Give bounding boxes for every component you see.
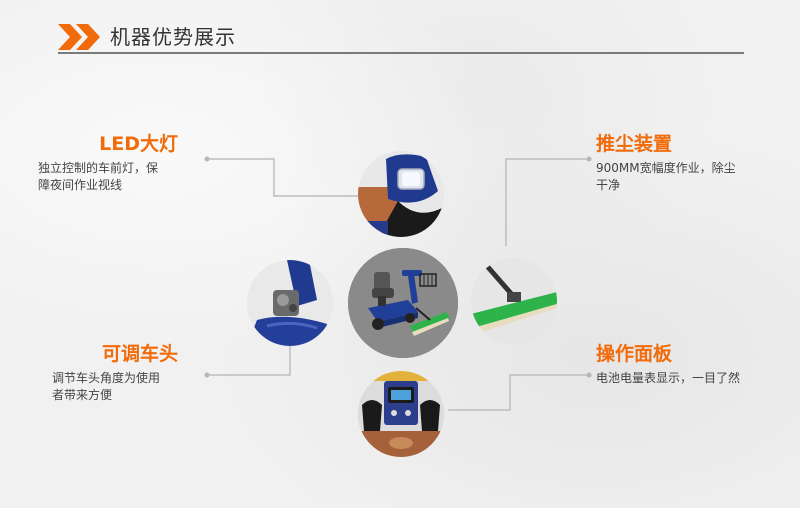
- machine-photo-circle: [348, 248, 458, 358]
- feature-dust: 推尘装置 900MM宽幅度作业，除尘 干净: [596, 132, 776, 194]
- header-divider: [58, 52, 744, 54]
- control-panel-illustration: [358, 371, 444, 457]
- feature-panel-desc: 电池电量表显示，一目了然: [596, 370, 786, 387]
- dust-push-photo-circle: [471, 258, 557, 344]
- connector-head: [204, 346, 291, 378]
- feature-led-desc: 独立控制的车前灯，保 障夜间作业视线: [38, 160, 198, 194]
- feature-led-title: LED大灯: [99, 133, 178, 155]
- adjustable-head-photo-circle: [247, 260, 333, 346]
- feature-head-desc-line2: 者带来方便: [52, 388, 113, 402]
- section-title: 机器优势展示: [110, 25, 236, 49]
- feature-panel-desc-line1: 电池电量表显示，一目了然: [596, 371, 741, 385]
- feature-dust-desc-line1: 900MM宽幅度作业，除尘: [596, 161, 736, 175]
- feature-panel: 操作面板 电池电量表显示，一目了然: [596, 342, 786, 387]
- feature-head-desc-line1: 调节车头角度为使用: [52, 371, 161, 385]
- control-panel-photo-circle: [358, 371, 444, 457]
- headlight-photo-circle: [358, 151, 444, 237]
- connector-led: [204, 156, 358, 197]
- feature-led-desc-line2: 障夜间作业视线: [38, 178, 123, 192]
- headlight-illustration: [358, 151, 444, 237]
- feature-dust-desc-line2: 干净: [596, 178, 621, 192]
- feature-head-desc: 调节车头角度为使用 者带来方便: [52, 370, 202, 404]
- feature-led: LED大灯 独立控制的车前灯，保 障夜间作业视线: [38, 132, 198, 194]
- feature-panel-title: 操作面板: [596, 343, 673, 365]
- dust-push-illustration: [471, 258, 557, 344]
- connector-panel: [448, 372, 592, 411]
- feature-dust-title: 推尘装置: [596, 133, 673, 155]
- feature-head: 可调车头 调节车头角度为使用 者带来方便: [52, 342, 202, 404]
- feature-head-title: 可调车头: [101, 343, 178, 365]
- machine-illustration: [348, 248, 458, 358]
- connector-dust: [505, 156, 592, 246]
- feature-dust-desc: 900MM宽幅度作业，除尘 干净: [596, 160, 776, 194]
- feature-led-desc-line1: 独立控制的车前灯，保: [38, 161, 159, 175]
- section-header: 机器优势展示: [58, 22, 744, 54]
- adjustable-head-illustration: [247, 260, 333, 346]
- double-chevron-right-icon: [58, 24, 100, 50]
